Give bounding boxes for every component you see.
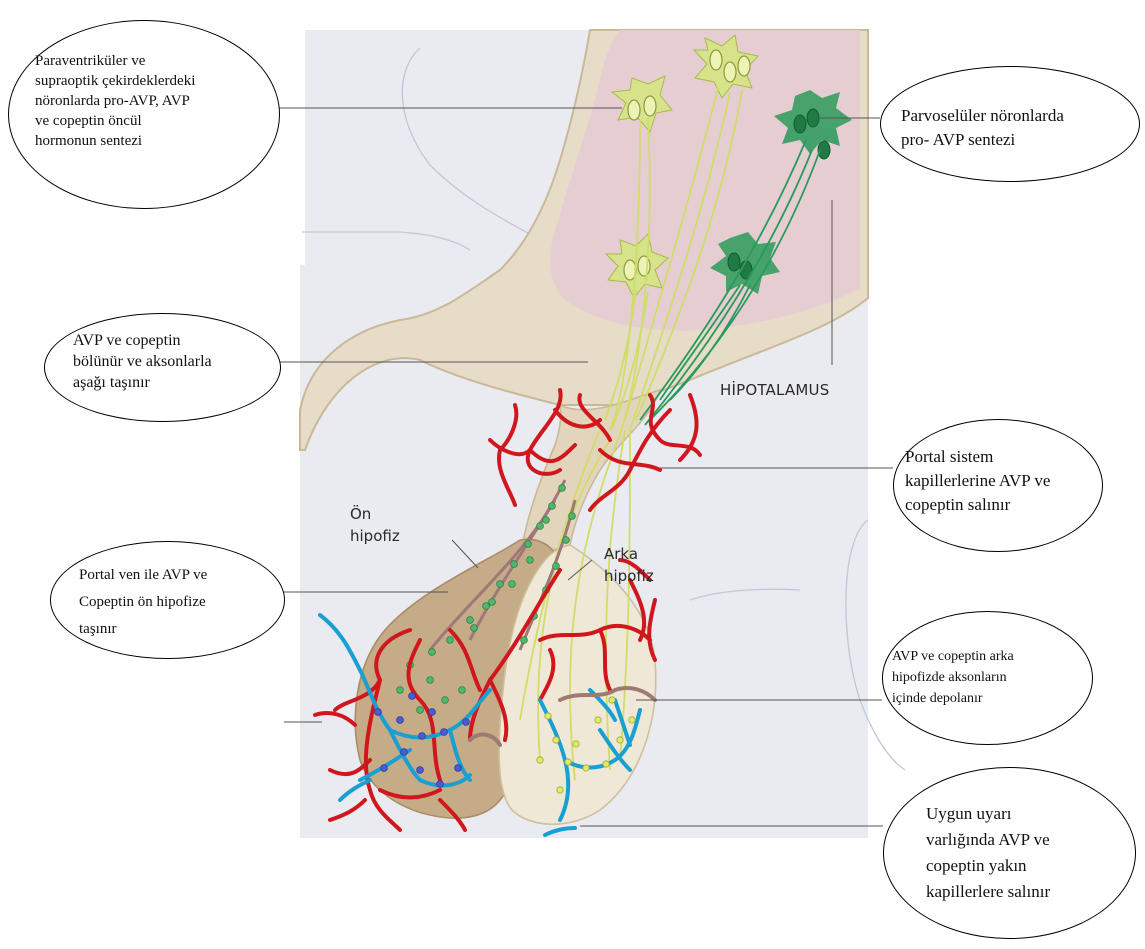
callout-portal-vein-transport: Portal ven ile AVP ve Copeptin ön hipofi… [50,541,285,659]
label-posterior-pituitary: Arka hipofiz [604,543,654,587]
callout-text: AVP ve copeptin bölünür ve aksonlarla aş… [73,330,212,393]
callout-text: Portal ven ile AVP ve Copeptin ön hipofi… [79,562,207,643]
label-hypothalamus: HİPOTALAMUS [720,381,829,400]
callout-portal-release: Portal sistem kapillerlerine AVP ve cope… [893,419,1103,552]
callout-text: AVP ve copeptin arka hipofizde aksonları… [892,646,1014,709]
callout-parvocellular-synthesis: Parvoselüler nöronlarda pro- AVP sentezi [880,66,1140,182]
callout-text: Paraventriküler ve supraoptik çekirdekle… [35,51,195,151]
callout-posterior-storage: AVP ve copeptin arka hipofizde aksonları… [882,611,1093,745]
callout-text: Portal sistem kapillerlerine AVP ve cope… [905,445,1050,517]
callout-magnocellular-synthesis: Paraventriküler ve supraoptik çekirdekle… [8,20,280,209]
callout-capillary-release: Uygun uyarı varlığında AVP ve copeptin y… [883,767,1136,939]
callout-text: Parvoselüler nöronlarda pro- AVP sentezi [901,104,1064,152]
callout-axonal-transport: AVP ve copeptin bölünür ve aksonlarla aş… [44,313,281,422]
label-anterior-pituitary: Ön hipofiz [350,503,400,547]
callout-text: Uygun uyarı varlığında AVP ve copeptin y… [926,801,1050,905]
